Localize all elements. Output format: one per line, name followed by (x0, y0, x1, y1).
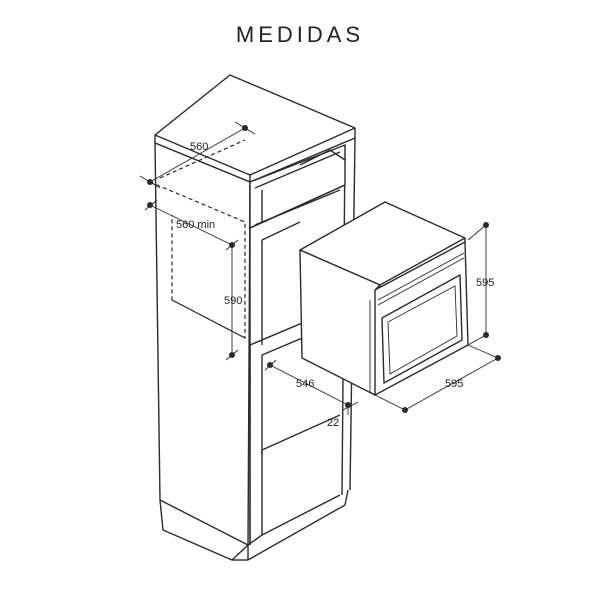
dim-front-thickness: 22 (327, 417, 339, 429)
dim-cabinet-depth-min: 560 min (176, 219, 215, 231)
tall-cabinet (149, 74, 356, 561)
dim-oven-depth: 546 (296, 378, 314, 390)
dim-oven-height: 595 (476, 277, 494, 289)
dimension-lines (139, 121, 501, 415)
cabinet-left-side (154, 142, 251, 546)
dim-niche-height: 590 (224, 295, 242, 307)
oven (299, 201, 469, 396)
niche-outline (149, 181, 246, 339)
page-title: MEDIDAS (235, 22, 365, 47)
dim-oven-width: 595 (445, 378, 463, 390)
dim-cabinet-width: 560 (190, 141, 208, 153)
oven-door-window (381, 274, 463, 384)
